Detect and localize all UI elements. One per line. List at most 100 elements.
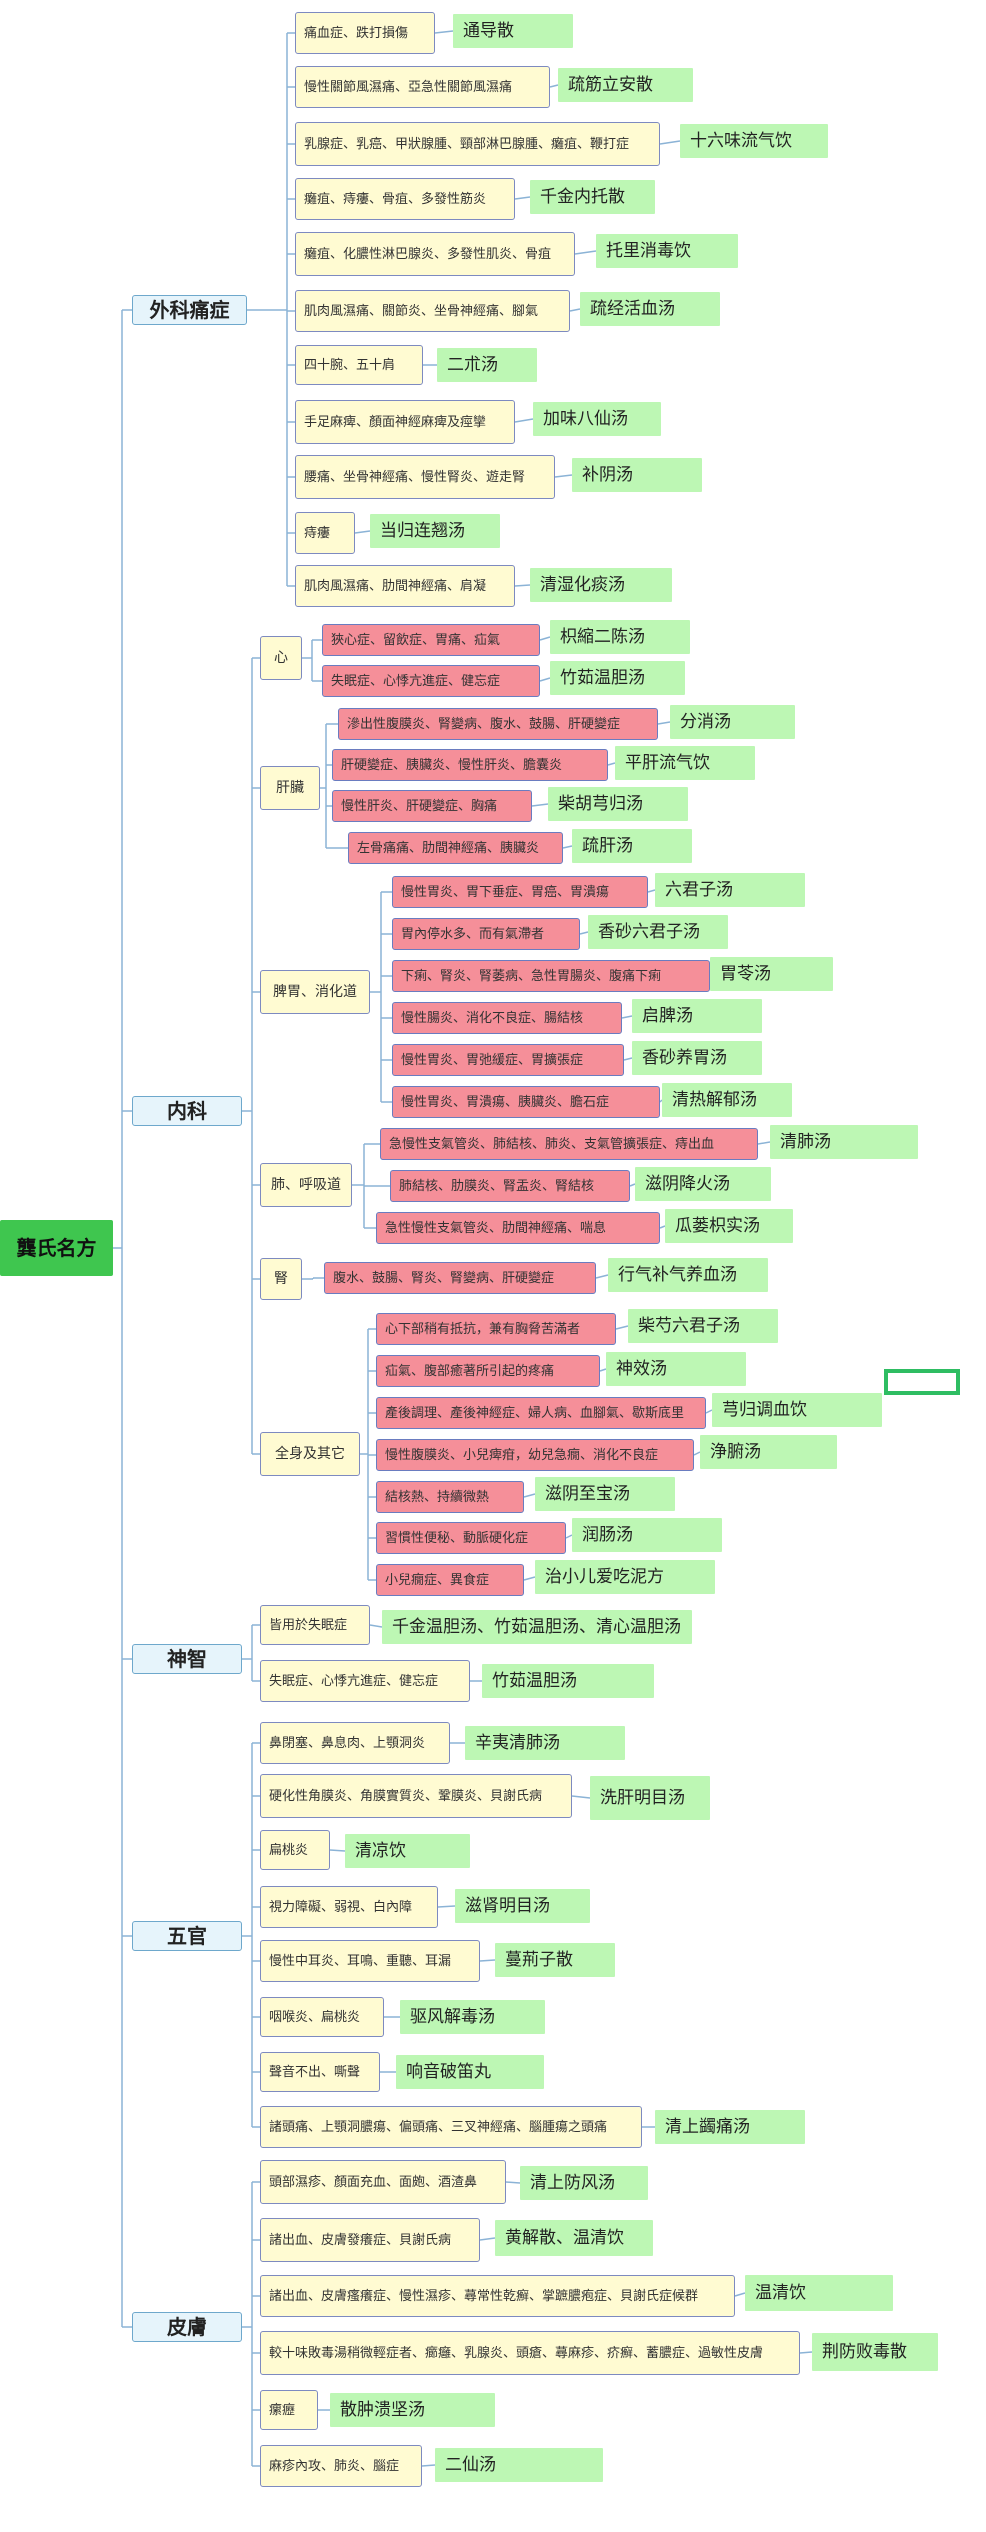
prescription-node[interactable]: 行气补气养血汤 xyxy=(608,1258,768,1292)
subcategory-node[interactable]: 脾胃、消化道 xyxy=(260,970,370,1014)
condition-node[interactable]: 狹心症、留飲症、胃痛、疝氣 xyxy=(322,624,540,656)
prescription-node[interactable]: 启脾汤 xyxy=(632,999,762,1033)
prescription-node[interactable]: 瓜蒌枳实汤 xyxy=(665,1209,793,1243)
prescription-node[interactable]: 通导散 xyxy=(453,14,573,48)
condition-node[interactable]: 急性慢性支氣管炎、肋間神經痛、喘息 xyxy=(376,1212,660,1244)
prescription-node[interactable]: 清上蠲痛汤 xyxy=(655,2110,805,2144)
condition-node[interactable]: 癱疽、痔瘻、骨疽、多發性筋炎 xyxy=(295,178,515,220)
condition-node[interactable]: 諸出血、皮膚瘙癢症、慢性濕疹、蕁常性乾癬、掌蹠膿疱症、貝謝氏症候群 xyxy=(260,2275,735,2317)
prescription-node[interactable]: 竹茹温胆汤 xyxy=(482,1664,654,1698)
condition-node[interactable]: 麻疹內攻、肺炎、腦症 xyxy=(260,2445,422,2487)
condition-node[interactable]: 慢性胃炎、胃弛緩症、胃擴張症 xyxy=(392,1044,624,1076)
prescription-node[interactable]: 柴胡芎归汤 xyxy=(548,787,688,821)
prescription-node[interactable]: 竹茹温胆汤 xyxy=(550,661,685,695)
category-node[interactable]: 神智 xyxy=(132,1644,242,1674)
prescription-node[interactable]: 响音破笛丸 xyxy=(396,2055,544,2089)
condition-node[interactable]: 諸頭痛、上顎洞膿瘍、偏頭痛、三叉神經痛、腦腫瘍之頭痛 xyxy=(260,2106,642,2148)
condition-node[interactable]: 瘰癧 xyxy=(260,2390,318,2430)
condition-node[interactable]: 慢性胃炎、胃潰瘍、胰臟炎、膽石症 xyxy=(392,1086,660,1118)
condition-node[interactable]: 心下部稍有抵抗，兼有胸脅苦滿者 xyxy=(376,1313,616,1345)
prescription-node[interactable]: 疏筋立安散 xyxy=(558,68,693,102)
condition-node[interactable]: 產後調理、產後神經症、婦人病、血腳氣、歇斯底里 xyxy=(376,1397,706,1429)
prescription-node[interactable]: 驱风解毒汤 xyxy=(400,2000,545,2034)
subcategory-node[interactable]: 心 xyxy=(260,636,302,680)
subcategory-node[interactable]: 肝臟 xyxy=(260,766,320,810)
condition-node[interactable]: 較十味敗毒湯稍微輕症者、癤癰、乳腺炎、頭瘡、蕁麻疹、疥癬、蓄膿症、過敏性皮膚 xyxy=(260,2331,800,2375)
prescription-node[interactable]: 浄腑汤 xyxy=(700,1435,837,1469)
prescription-node[interactable]: 清湿化痰汤 xyxy=(530,568,672,602)
prescription-node[interactable]: 疏肝汤 xyxy=(572,829,692,863)
condition-node[interactable]: 疝氣、腹部癒著所引起的疼痛 xyxy=(376,1355,600,1387)
condition-node[interactable]: 痛血症、跌打損傷 xyxy=(295,12,435,54)
condition-node[interactable]: 肝硬變症、胰臟炎、慢性肝炎、膽囊炎 xyxy=(332,749,608,781)
prescription-node[interactable]: 千金温胆汤、竹茹温胆汤、清心温胆汤 xyxy=(382,1610,692,1644)
condition-node[interactable]: 肌肉風濕痛、關節炎、坐骨神經痛、腳氣 xyxy=(295,290,570,332)
prescription-node[interactable]: 滋肾明目汤 xyxy=(455,1889,590,1923)
condition-node[interactable]: 結核熱、持續微熱 xyxy=(376,1481,524,1513)
condition-node[interactable]: 慢性腸炎、消化不良症、腸結核 xyxy=(392,1002,622,1034)
prescription-node[interactable]: 蔓荊子散 xyxy=(495,1943,615,1977)
condition-node[interactable]: 扁桃炎 xyxy=(260,1830,330,1870)
condition-node[interactable]: 慢性中耳炎、耳鳴、重聽、耳漏 xyxy=(260,1940,480,1982)
condition-node[interactable]: 慢性關節風濕痛、亞急性關節風濕痛 xyxy=(295,66,550,108)
prescription-node[interactable]: 神效汤 xyxy=(606,1352,746,1386)
prescription-node[interactable]: 十六味流气饮 xyxy=(680,124,828,158)
prescription-node[interactable]: 平肝流气饮 xyxy=(615,746,755,780)
condition-node[interactable]: 下痢、腎炎、腎萎病、急性胃腸炎、腹痛下痢 xyxy=(392,960,710,992)
condition-node[interactable]: 左骨痛痛、肋間神經痛、胰臟炎 xyxy=(348,832,563,864)
condition-node[interactable]: 慢性胃炎、胃下垂症、胃癌、胃潰瘍 xyxy=(392,876,648,908)
condition-node[interactable]: 癱疽、化膿性淋巴腺炎、多發性肌炎、骨疽 xyxy=(295,232,575,276)
condition-node[interactable]: 急慢性支氣管炎、肺結核、肺炎、支氣管擴張症、痔出血 xyxy=(380,1128,758,1160)
prescription-node[interactable]: 滋阴至宝汤 xyxy=(535,1477,675,1511)
prescription-node[interactable]: 托里消毒饮 xyxy=(596,234,738,268)
prescription-node[interactable]: 香砂养胃汤 xyxy=(632,1041,762,1075)
prescription-node[interactable]: 二朮汤 xyxy=(437,348,537,382)
condition-node[interactable]: 腰痛、坐骨神經痛、慢性腎炎、遊走腎 xyxy=(295,455,555,499)
condition-node[interactable]: 諸出血、皮膚發癢症、貝謝氏病 xyxy=(260,2218,480,2262)
prescription-node[interactable]: 六君子汤 xyxy=(655,873,805,907)
prescription-node[interactable]: 清凉饮 xyxy=(345,1834,470,1868)
prescription-node[interactable]: 柴芍六君子汤 xyxy=(628,1309,778,1343)
prescription-node[interactable]: 千金内托散 xyxy=(530,180,655,214)
prescription-node[interactable]: 温清饮 xyxy=(745,2275,893,2311)
condition-node[interactable]: 手足麻痺、顏面神經麻痺及痙攣 xyxy=(295,400,515,444)
prescription-node[interactable]: 香砂六君子汤 xyxy=(588,915,728,949)
condition-node[interactable]: 滲出性腹膜炎、腎變病、腹水、鼓腸、肝硬變症 xyxy=(338,708,658,740)
prescription-node[interactable]: 疏经活血汤 xyxy=(580,292,720,326)
condition-node[interactable]: 聲音不出、嘶聲 xyxy=(260,2052,380,2092)
prescription-node[interactable]: 润肠汤 xyxy=(572,1518,722,1552)
prescription-node[interactable]: 清热解郁汤 xyxy=(662,1083,792,1117)
condition-node[interactable]: 慢性腹膜炎、小兒痺疳，幼兒急癇、消化不良症 xyxy=(376,1439,694,1471)
condition-node[interactable]: 皆用於失眠症 xyxy=(260,1605,370,1645)
prescription-node[interactable]: 散肿溃坚汤 xyxy=(330,2393,495,2427)
condition-node[interactable]: 失眠症、心悸亢進症、健忘症 xyxy=(260,1660,470,1702)
condition-node[interactable]: 鼻閉塞、鼻息肉、上顎洞炎 xyxy=(260,1722,450,1764)
condition-node[interactable]: 四十腕、五十肩 xyxy=(295,345,423,385)
prescription-node[interactable]: 治小儿爱吃泥方 xyxy=(535,1560,715,1594)
prescription-node[interactable]: 辛夷清肺汤 xyxy=(465,1726,625,1760)
condition-node[interactable]: 肌肉風濕痛、肋間神經痛、肩凝 xyxy=(295,565,515,607)
condition-node[interactable]: 腹水、鼓腸、腎炎、腎變病、肝硬變症 xyxy=(324,1262,596,1294)
condition-node[interactable]: 胃內停水多、而有氣滯者 xyxy=(392,918,580,950)
condition-node[interactable]: 硬化性角膜炎、角膜實質炎、鞏膜炎、貝謝氏病 xyxy=(260,1774,572,1818)
prescription-node[interactable]: 胃苓汤 xyxy=(710,957,833,991)
category-node[interactable]: 内科 xyxy=(132,1096,242,1126)
prescription-node[interactable]: 当归连翘汤 xyxy=(370,514,500,548)
prescription-node[interactable]: 清肺汤 xyxy=(770,1125,918,1159)
condition-node[interactable]: 肺結核、肋膜炎、腎盂炎、腎結核 xyxy=(390,1170,630,1202)
category-node[interactable]: 外科痛症 xyxy=(132,295,247,325)
condition-node[interactable]: 咽喉炎、扁桃炎 xyxy=(260,1997,384,2037)
condition-node[interactable]: 習慣性便秘、動脈硬化症 xyxy=(376,1522,566,1554)
root-node[interactable]: 龔氏名方 xyxy=(0,1220,113,1276)
prescription-node[interactable]: 补阴汤 xyxy=(572,458,702,492)
category-node[interactable]: 五官 xyxy=(132,1921,242,1951)
prescription-node[interactable]: 二仙汤 xyxy=(435,2448,603,2482)
condition-node[interactable]: 視力障礙、弱視、白內障 xyxy=(260,1886,438,1928)
prescription-node[interactable]: 荆防败毒散 xyxy=(812,2333,938,2371)
subcategory-node[interactable]: 全身及其它 xyxy=(260,1432,360,1476)
condition-node[interactable]: 痔瘻 xyxy=(295,512,355,554)
prescription-node[interactable]: 枳縮二陈汤 xyxy=(550,620,690,654)
condition-node[interactable]: 乳腺症、乳癌、甲狀腺腫、頸部淋巴腺腫、癱疽、鞭打症 xyxy=(295,122,660,166)
condition-node[interactable]: 小兒癇症、異食症 xyxy=(376,1564,524,1596)
prescription-node[interactable]: 芎归调血饮 xyxy=(712,1393,882,1427)
